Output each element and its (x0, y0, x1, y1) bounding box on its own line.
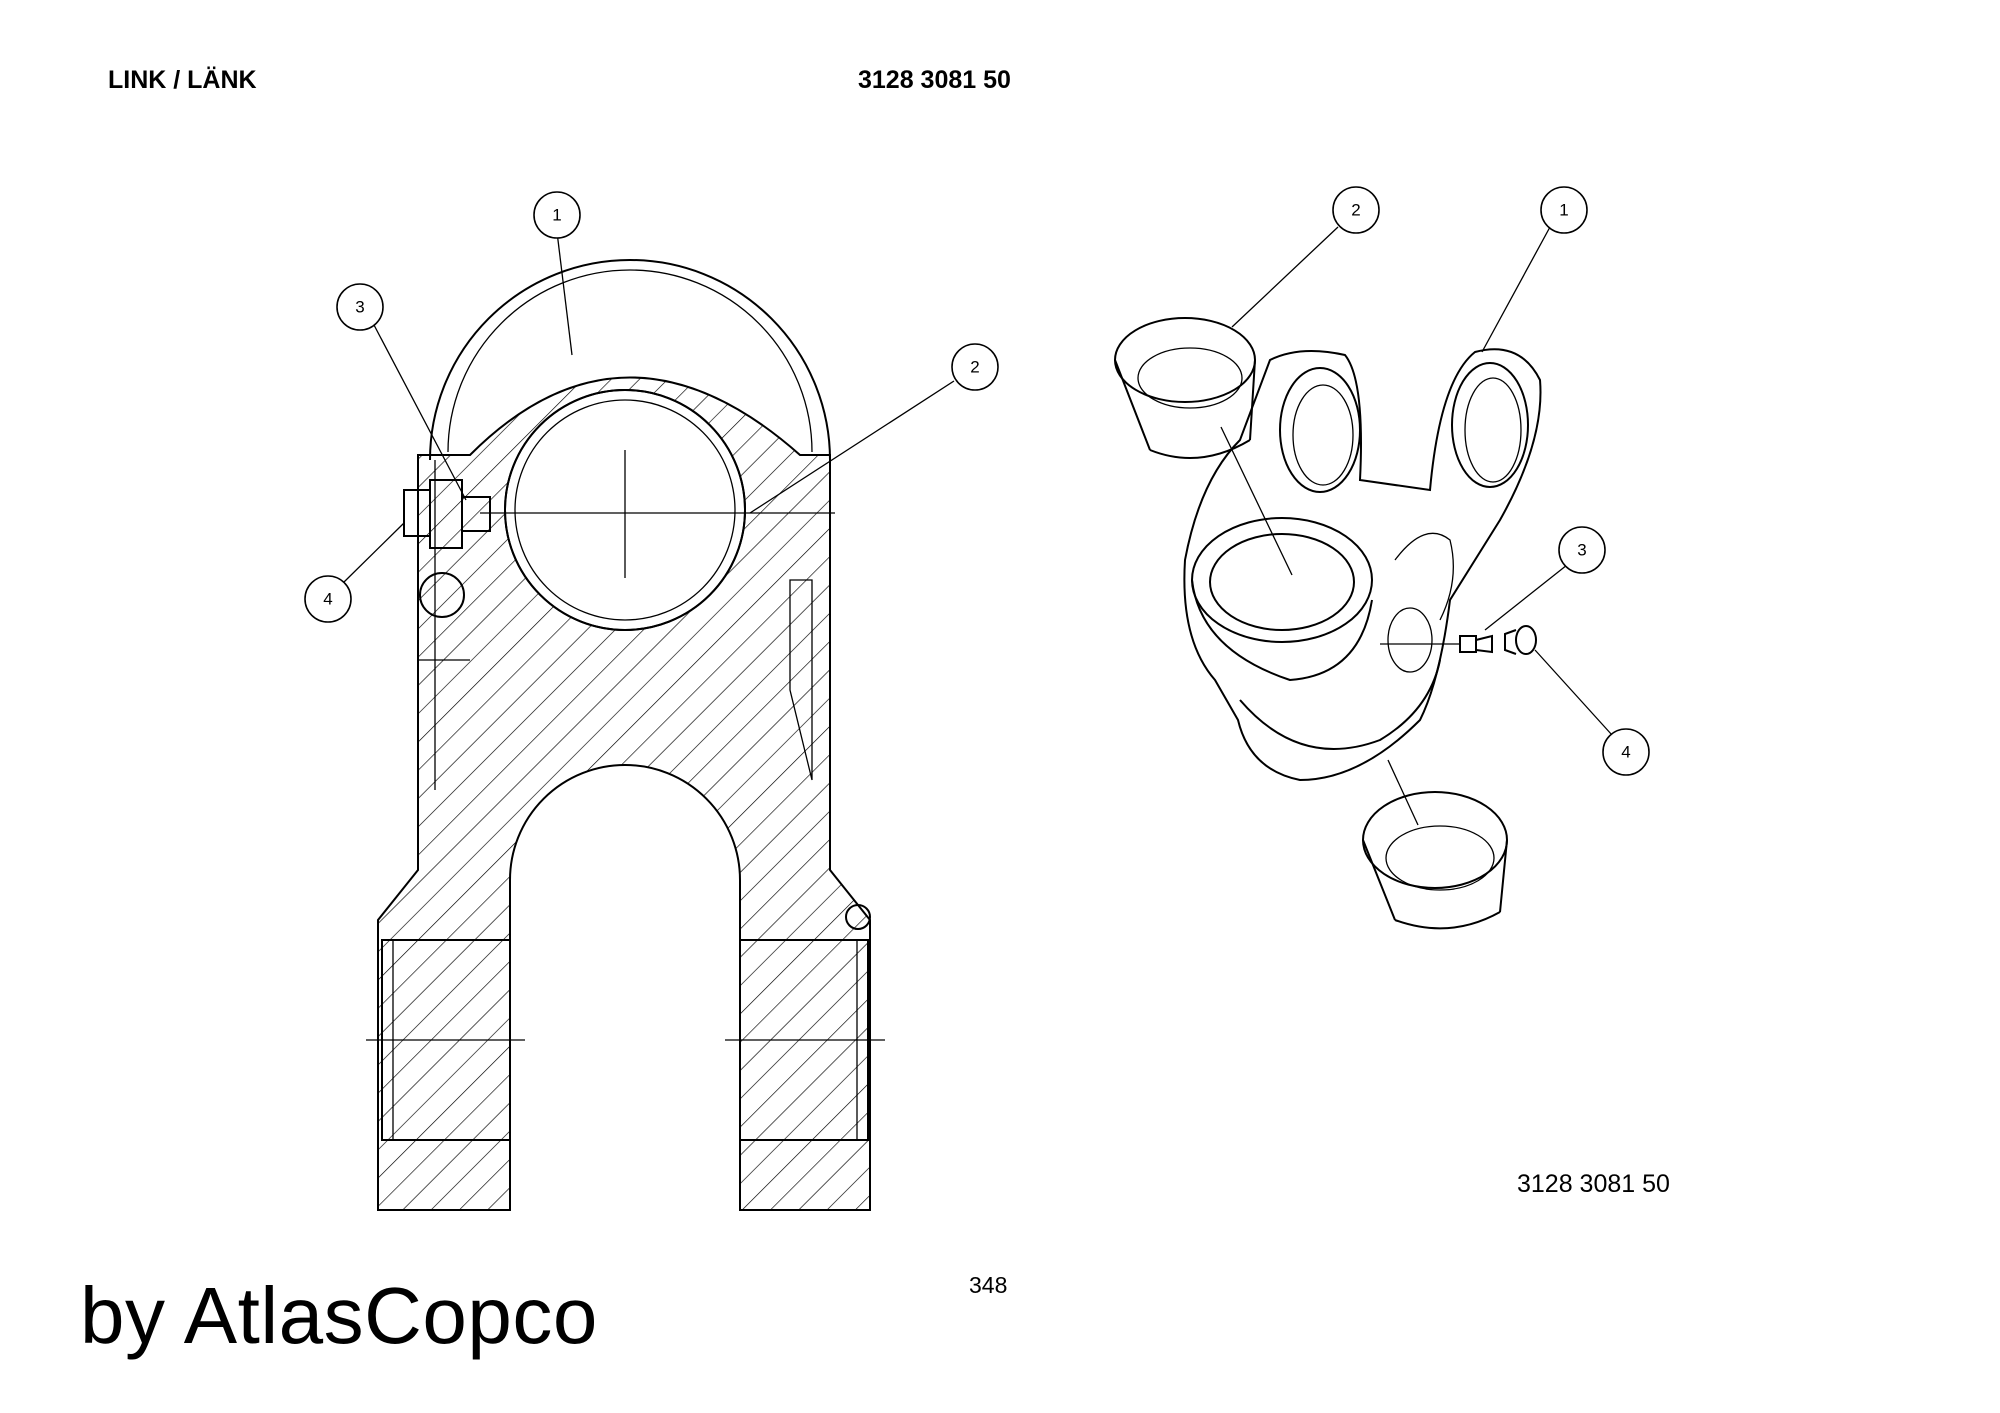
callout-2-exploded: 2 (1332, 186, 1380, 234)
inner-arc (447, 269, 813, 453)
svg-text:4: 4 (323, 590, 332, 609)
exploded-view: 2 1 3 4 (1114, 186, 1650, 930)
section-view: 1 2 3 4 (304, 191, 999, 1211)
plug-exploded (1504, 625, 1537, 655)
svg-text:2: 2 (1351, 201, 1360, 220)
callout-1-section: 1 (533, 191, 581, 239)
grease-nipple-3 (461, 496, 491, 532)
callout-3-exploded: 3 (1558, 526, 1606, 574)
callout-3-section: 3 (336, 283, 384, 331)
svg-text:4: 4 (1621, 743, 1630, 762)
svg-text:1: 1 (552, 206, 561, 225)
svg-text:3: 3 (355, 298, 364, 317)
callout-4-section: 4 (304, 575, 352, 623)
bushing-bottom (1362, 791, 1508, 930)
bushing-inner (514, 399, 736, 621)
svg-text:3: 3 (1577, 541, 1586, 560)
callout-2-section: 2 (951, 343, 999, 391)
outer-arc (429, 259, 831, 461)
callout-4-exploded: 4 (1602, 728, 1650, 776)
atlascopco-watermark: by AtlasCopco (80, 1271, 598, 1360)
callout-1-exploded: 1 (1540, 186, 1588, 234)
link-body-3d (1183, 348, 1542, 782)
page-number: 348 (969, 1272, 1008, 1298)
bushing-top (1114, 317, 1256, 459)
link-body-hatched (377, 376, 871, 1211)
svg-text:1: 1 (1559, 201, 1568, 220)
svg-text:2: 2 (970, 358, 979, 377)
footer-part-number: 3128 3081 50 (1517, 1170, 1670, 1198)
header-part-number: 3128 3081 50 (858, 66, 1011, 94)
grease-nipple-exploded (1380, 634, 1493, 654)
document-title: LINK / LÄNK (108, 66, 257, 94)
bore-circle (504, 389, 746, 631)
